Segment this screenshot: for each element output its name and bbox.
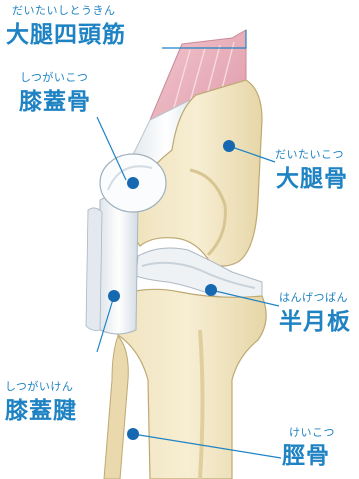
patellar-tendon-name: 膝蓋腱 <box>5 400 77 423</box>
quadriceps-reading: だいたいしとうきん <box>12 5 116 16</box>
meniscus-reading: はんげつばん <box>279 292 348 303</box>
femur-marker <box>223 140 235 152</box>
meniscus-marker <box>205 284 217 296</box>
tibia-marker <box>127 428 139 440</box>
patellar-tendon-edge <box>86 208 102 331</box>
femur-reading: だいたいこつ <box>275 149 344 160</box>
tibia-name: 脛骨 <box>282 445 330 468</box>
patella-name: 膝蓋骨 <box>19 91 91 114</box>
meniscus-name: 半月板 <box>279 311 351 334</box>
patellar-tendon-reading: しつがいけん <box>5 381 73 392</box>
patellar-tendon-marker <box>108 290 120 302</box>
patella-marker <box>127 177 139 189</box>
patellar-tendon <box>100 196 138 334</box>
patella-reading: しつがいこつ <box>20 72 88 83</box>
fibula-bone <box>104 336 128 479</box>
femur-name: 大腿骨 <box>276 168 348 191</box>
tibia-reading: けいこつ <box>289 427 335 438</box>
quadriceps-name: 大腿四頭筋 <box>6 24 126 47</box>
